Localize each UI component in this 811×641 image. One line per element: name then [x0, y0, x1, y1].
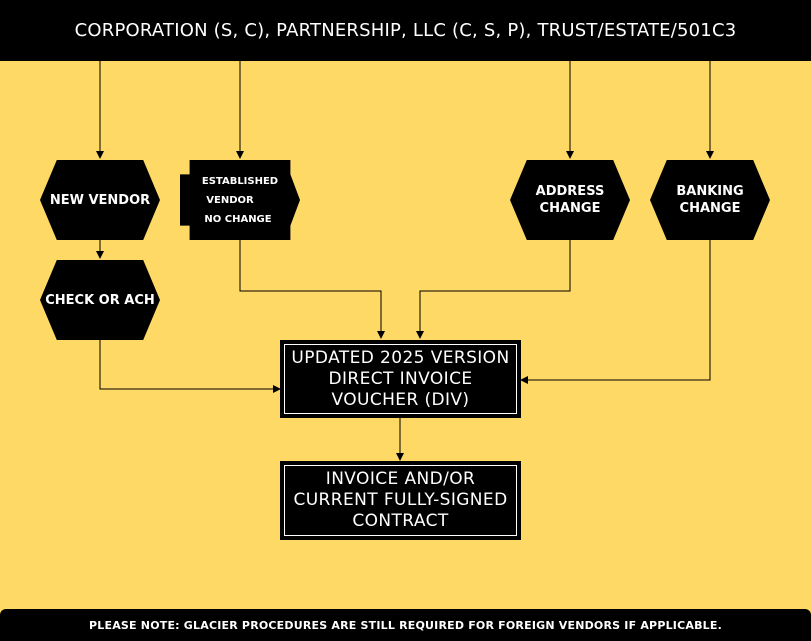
new-vendor-line: NEW VENDOR	[49, 192, 151, 208]
invoice-contract-node: INVOICE AND/OR CURRENT FULLY-SIGNED CONT…	[280, 461, 521, 540]
established-vendor-label: ESTABLISHED VENDOR NO CHANGE	[202, 172, 278, 229]
check-or-ach-label: CHECK OR ACH	[45, 292, 155, 309]
arrow-address-change-to-div	[416, 240, 571, 339]
arrow-established-vendor-to-div	[239, 240, 385, 339]
banking-change-node: BANKING CHANGE	[650, 160, 770, 240]
div-form-line: DIRECT INVOICE	[328, 368, 473, 389]
div-form-label: UPDATED 2025 VERSION DIRECT INVOICE VOUC…	[291, 348, 509, 411]
div-form-line: VOUCHER (DIV)	[331, 389, 470, 410]
new-vendor-label: NEW VENDOR	[50, 192, 150, 209]
arrow-banking-change-to-div	[520, 240, 711, 384]
address-change-node: ADDRESS CHANGE	[510, 160, 630, 240]
invoice-contract-line: INVOICE AND/OR	[325, 469, 476, 489]
banking-change-line: CHANGE	[679, 201, 741, 216]
banking-change-line: BANKING	[676, 184, 744, 199]
glacier-note: PLEASE NOTE: GLACIER PROCEDURES ARE STIL…	[89, 618, 722, 632]
address-change-line: CHANGE	[539, 201, 601, 216]
invoice-contract-line: CURRENT FULLY-SIGNED	[293, 490, 508, 510]
div-form-inner-border	[284, 344, 517, 414]
established-vendor-line: NO CHANGE	[204, 213, 272, 225]
banking-change-label: BANKING CHANGE	[676, 183, 743, 217]
established-vendor-node: ESTABLISHED VENDOR NO CHANGE	[180, 160, 300, 240]
header-bar: CORPORATION (S, C), PARTNERSHIP, LLC (C,…	[0, 0, 811, 61]
established-vendor-line: ESTABLISHED	[201, 175, 279, 187]
new-vendor-node: NEW VENDOR	[40, 160, 160, 240]
invoice-contract-line: CONTRACT	[352, 511, 449, 531]
footer-bar: PLEASE NOTE: GLACIER PROCEDURES ARE STIL…	[0, 609, 811, 641]
established-vendor-line: VENDOR	[206, 194, 254, 206]
check-or-ach-node: CHECK OR ACH	[40, 260, 160, 340]
arrow-check-or-ach-to-div	[99, 340, 281, 393]
address-change-line: ADDRESS	[535, 184, 605, 199]
entity-types-title: CORPORATION (S, C), PARTNERSHIP, LLC (C,…	[74, 20, 737, 41]
invoice-contract-inner-border	[284, 465, 517, 536]
invoice-contract-label: INVOICE AND/OR CURRENT FULLY-SIGNED CONT…	[293, 469, 507, 532]
div-form-line: UPDATED 2025 VERSION	[291, 347, 510, 368]
address-change-label: ADDRESS CHANGE	[536, 183, 605, 217]
check-or-ach-line: CHECK OR ACH	[45, 292, 155, 308]
div-form-node: UPDATED 2025 VERSION DIRECT INVOICE VOUC…	[280, 340, 521, 418]
